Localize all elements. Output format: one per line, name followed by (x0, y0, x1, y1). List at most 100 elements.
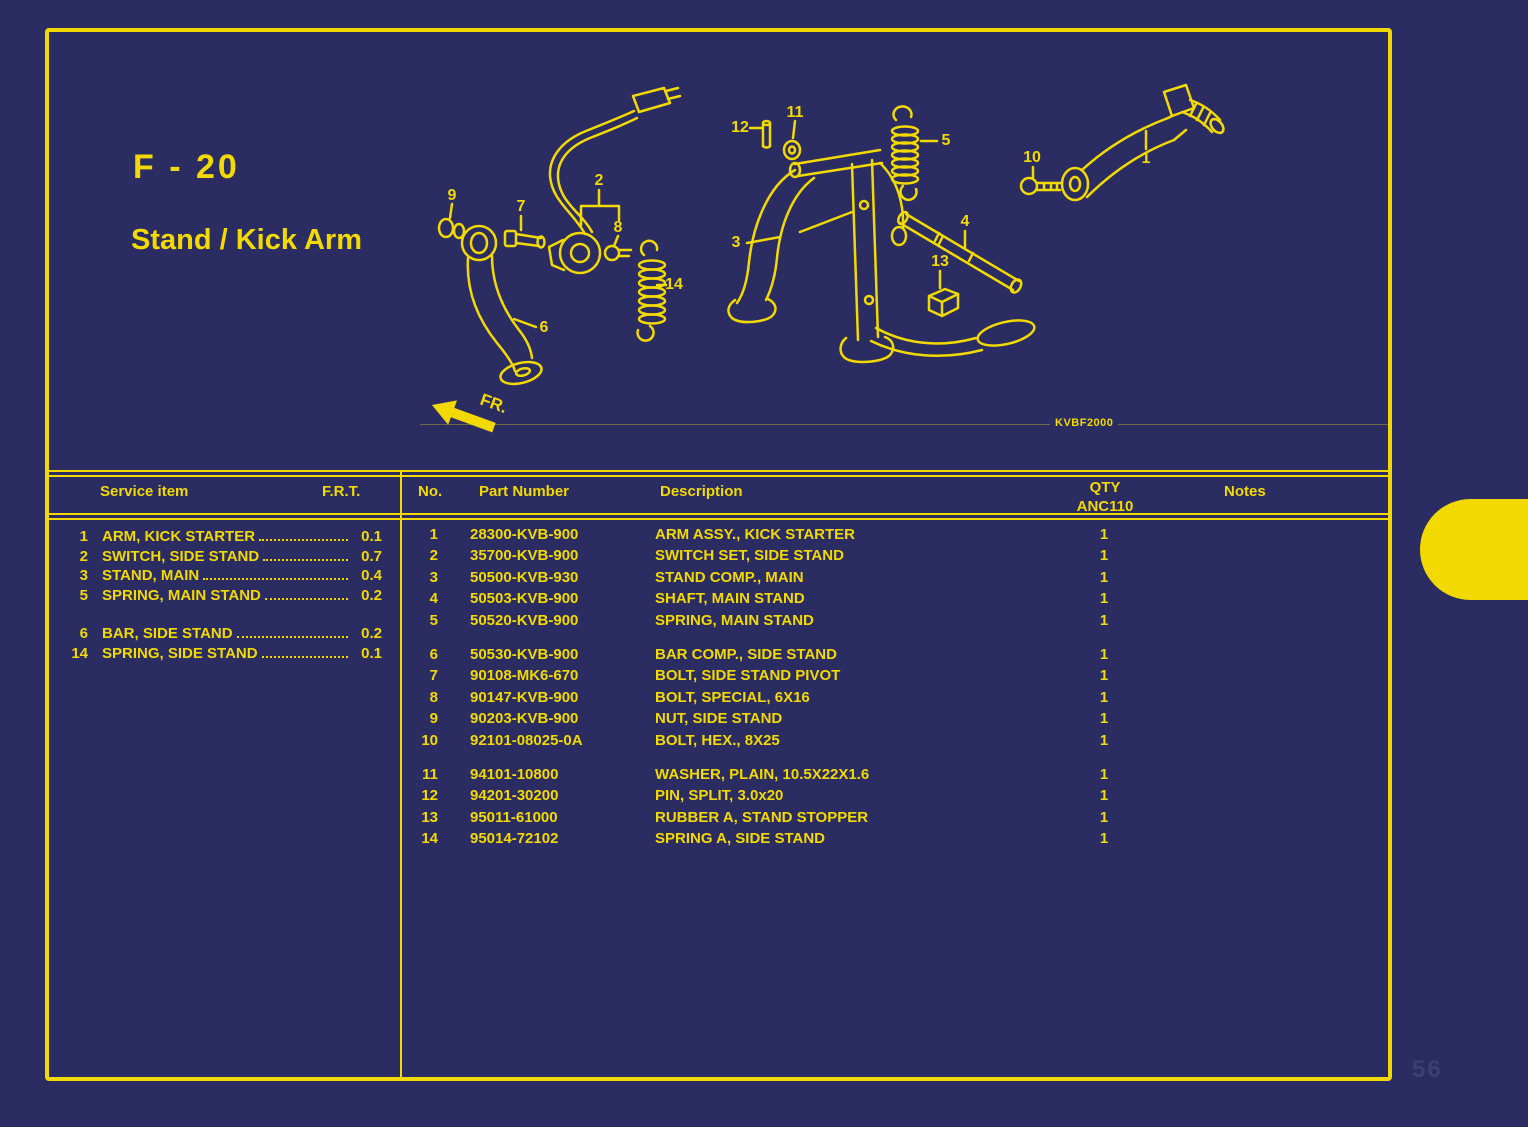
service-row: 6 BAR, SIDE STAND 0.2 (60, 624, 382, 644)
parts-row-part-number: 50503-KVB-900 (470, 590, 579, 608)
service-row-no: 14 (71, 644, 88, 662)
service-row-no: 2 (79, 547, 88, 565)
service-row-name: SPRING, SIDE STAND (102, 644, 258, 662)
parts-row-description: SHAFT, MAIN STAND (655, 590, 805, 608)
parts-group-gap (402, 631, 1388, 644)
service-row-name: ARM, KICK STARTER (102, 528, 256, 545)
parts-row-no: 13 (421, 808, 438, 826)
diagram-callout-12: 12 (731, 119, 749, 136)
service-table-header-frt: F.R.T. (322, 483, 361, 500)
parts-row-description: RUBBER A, STAND STOPPER (655, 808, 869, 826)
parts-row-qty: 1 (1099, 808, 1109, 826)
diagram-callout-11: 11 (786, 104, 804, 121)
parts-table-header-notes: Notes (1224, 483, 1266, 500)
diagram-callout-8: 8 (613, 219, 623, 236)
parts-row-description: WASHER, PLAIN, 10.5X22X1.6 (655, 765, 870, 783)
service-row-name: BAR, SIDE STAND (102, 625, 233, 643)
parts-row-no: 8 (429, 688, 438, 706)
parts-row-qty: 1 (1099, 645, 1109, 663)
parts-row-no: 6 (429, 645, 438, 663)
parts-row-part-number: 94101-10800 (470, 765, 559, 783)
diagram-callout-13: 13 (931, 253, 949, 270)
service-row-dot-leader (261, 655, 348, 658)
parts-row-qty: 1 (1099, 568, 1109, 586)
diagram-callout-2: 2 (594, 172, 604, 189)
parts-row-no: 4 (429, 590, 438, 608)
service-row-no: 6 (79, 625, 88, 643)
diagram-callout-1: 1 (1141, 150, 1151, 167)
parts-row-description: SPRING A, SIDE STAND (655, 830, 826, 848)
parts-table-header-no: No. (418, 483, 443, 500)
table-header-rule-1 (49, 513, 1388, 515)
parts-table-header-description: Description (660, 483, 743, 500)
diagram-callout-3: 3 (731, 234, 741, 251)
parts-table-header-part-number: Part Number (479, 483, 570, 500)
table-top-rule-2 (49, 475, 1388, 477)
service-row-frt: 0.2 (361, 586, 382, 604)
parts-row-part-number: 35700-KVB-900 (470, 547, 579, 565)
service-row: 1 ARM, KICK STARTER 0.1 (60, 527, 382, 547)
parts-group-gap (402, 751, 1388, 764)
diagram-callout-5: 5 (941, 132, 951, 149)
parts-row: 4 50503-KVB-900 SHAFT, MAIN STAND 1 (402, 588, 1388, 609)
service-row-name: SPRING, MAIN STAND (102, 586, 261, 604)
parts-row-description: SWITCH SET, SIDE STAND (655, 547, 844, 565)
parts-row-no: 1 (429, 526, 438, 543)
diagram-callout-10: 10 (1023, 149, 1041, 166)
section-index-tab[interactable] (1420, 499, 1528, 600)
service-row-frt: 0.1 (361, 528, 382, 545)
service-row-dot-leader (203, 578, 348, 581)
parts-row-qty: 1 (1099, 830, 1109, 848)
table-top-rule-1 (49, 470, 1388, 472)
service-row-frt: 0.2 (361, 625, 382, 643)
parts-row-qty: 1 (1099, 547, 1109, 565)
diagram-baseline-rule (420, 424, 1388, 425)
parts-row-no: 2 (429, 547, 438, 565)
parts-row-description: NUT, SIDE STAND (655, 710, 783, 728)
parts-row-part-number: 50530-KVB-900 (470, 645, 579, 663)
service-row-name: STAND, MAIN (102, 567, 200, 585)
service-row-no: 1 (79, 528, 88, 545)
service-row-frt: 0.7 (361, 547, 382, 565)
parts-row-no: 11 (422, 765, 438, 783)
service-row-no: 3 (79, 567, 88, 585)
table-header-rule-2 (49, 518, 1388, 520)
parts-row: 2 35700-KVB-900 SWITCH SET, SIDE STAND 1 (402, 545, 1388, 566)
parts-row-description: STAND COMP., MAIN (655, 568, 804, 586)
parts-row-part-number: 50500-KVB-930 (470, 568, 579, 586)
parts-row-part-number: 92101-08025-0A (470, 731, 583, 749)
parts-row-qty: 1 (1099, 710, 1109, 728)
service-row-dot-leader (263, 558, 348, 561)
parts-row-qty: 1 (1099, 590, 1109, 608)
parts-row-description: BOLT, HEX., 8X25 (655, 731, 780, 749)
diagram-callout-6: 6 (539, 319, 549, 336)
table-vertical-divider (400, 470, 402, 1077)
service-row-dot-leader (264, 597, 348, 600)
service-row-dot-leader (259, 539, 348, 541)
service-row: 14 SPRING, SIDE STAND 0.1 (60, 644, 382, 664)
parts-table-header-qty-model: ANC110 (1076, 498, 1134, 515)
page-number-watermark: 56 (1412, 1056, 1443, 1083)
diagram-callout-9: 9 (447, 187, 457, 204)
parts-row-qty: 1 (1099, 611, 1109, 629)
service-row-dot-leader (236, 636, 348, 639)
parts-row-qty: 1 (1099, 667, 1109, 685)
section-code: F - 20 (133, 148, 240, 186)
parts-row-part-number: 90203-KVB-900 (470, 710, 579, 728)
parts-row-qty: 1 (1099, 731, 1109, 749)
service-row-frt: 0.1 (361, 644, 382, 662)
